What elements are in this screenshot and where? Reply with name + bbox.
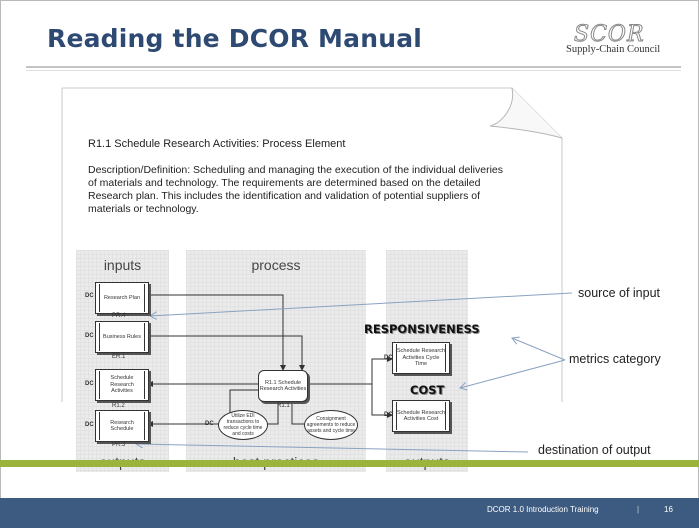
output-box-research-schedule-text: Research Schedule	[99, 412, 145, 440]
footer-accent-bar	[0, 460, 699, 467]
input-1-prefix: DC	[85, 293, 94, 299]
input-3-code: R1.2	[112, 403, 125, 409]
slide-title: Reading the DCOR Manual	[47, 24, 423, 53]
callout-source-of-input: source of input	[578, 286, 660, 300]
input-box-research-plan: Research Plan	[95, 282, 149, 314]
metric-cost: COST	[410, 383, 445, 397]
metric-responsiveness: RESPONSIVENESS	[364, 322, 480, 336]
callout-metrics-category: metrics category	[569, 352, 661, 366]
metric-box-cycle-time-text: Schedule Research Activities Cycle Time	[396, 344, 446, 372]
title-rule	[26, 66, 681, 68]
output-2-prefix: DC	[384, 412, 393, 418]
best-practice-edi: Utilize EDI transactions to reduce cycle…	[218, 410, 268, 440]
title-rule-thin	[26, 70, 681, 71]
input-4-code: PR.3	[112, 442, 126, 448]
input-box-research-plan-text: Research Plan	[99, 284, 145, 312]
process-label: process	[251, 257, 301, 273]
metric-box-cycle-time: Schedule Research Activities Cycle Time	[392, 342, 450, 374]
scor-logo: SCOR Supply-Chain Council	[566, 22, 676, 60]
output-box-research-schedule: Research Schedule	[95, 410, 149, 442]
inputs-label: inputs	[103, 257, 142, 273]
metric-box-cost-text: Schedule Research Activities Cost	[396, 402, 446, 430]
metric-box-cost: Schedule Research Activities Cost	[392, 400, 450, 432]
logo-tagline: Supply-Chain Council	[566, 44, 661, 55]
input-2-prefix: DC	[85, 333, 94, 339]
footer-page-number: 16	[664, 505, 673, 514]
process-element-heading: R1.1 Schedule Research Activities: Proce…	[88, 138, 346, 150]
best-practice-consignment: Consignment agreements to reduce assets …	[304, 410, 358, 440]
footer-strip	[0, 498, 699, 528]
callout-destination-of-output: destination of output	[538, 443, 651, 457]
logo-wordmark: SCOR	[574, 22, 645, 48]
input-3-prefix: DC	[85, 381, 94, 387]
input-box-business-rules: Business Rules	[95, 321, 149, 353]
input-1-code: PR.4	[112, 313, 126, 319]
input-box-business-rules-text: Business Rules	[99, 323, 145, 351]
process-element-code: R1.1	[277, 403, 290, 409]
output-1-prefix: DC	[384, 355, 393, 361]
footer-divider: |	[637, 505, 640, 514]
output-box-schedule-research-activities: Schedule Research Activities	[95, 369, 149, 401]
footer-course-title: DCOR 1.0 Introduction Training	[487, 505, 599, 514]
process-element-box: R1.1 Schedule Research Activities	[258, 370, 308, 402]
input-2-code: ER.1	[112, 354, 126, 360]
output-box-schedule-research-activities-text: Schedule Research Activities	[99, 371, 145, 399]
input-4-prefix: DC	[85, 422, 94, 428]
process-element-description: Description/Definition: Scheduling and m…	[88, 164, 504, 215]
practice-1-prefix: DC	[205, 421, 214, 427]
process-panel	[186, 250, 366, 472]
